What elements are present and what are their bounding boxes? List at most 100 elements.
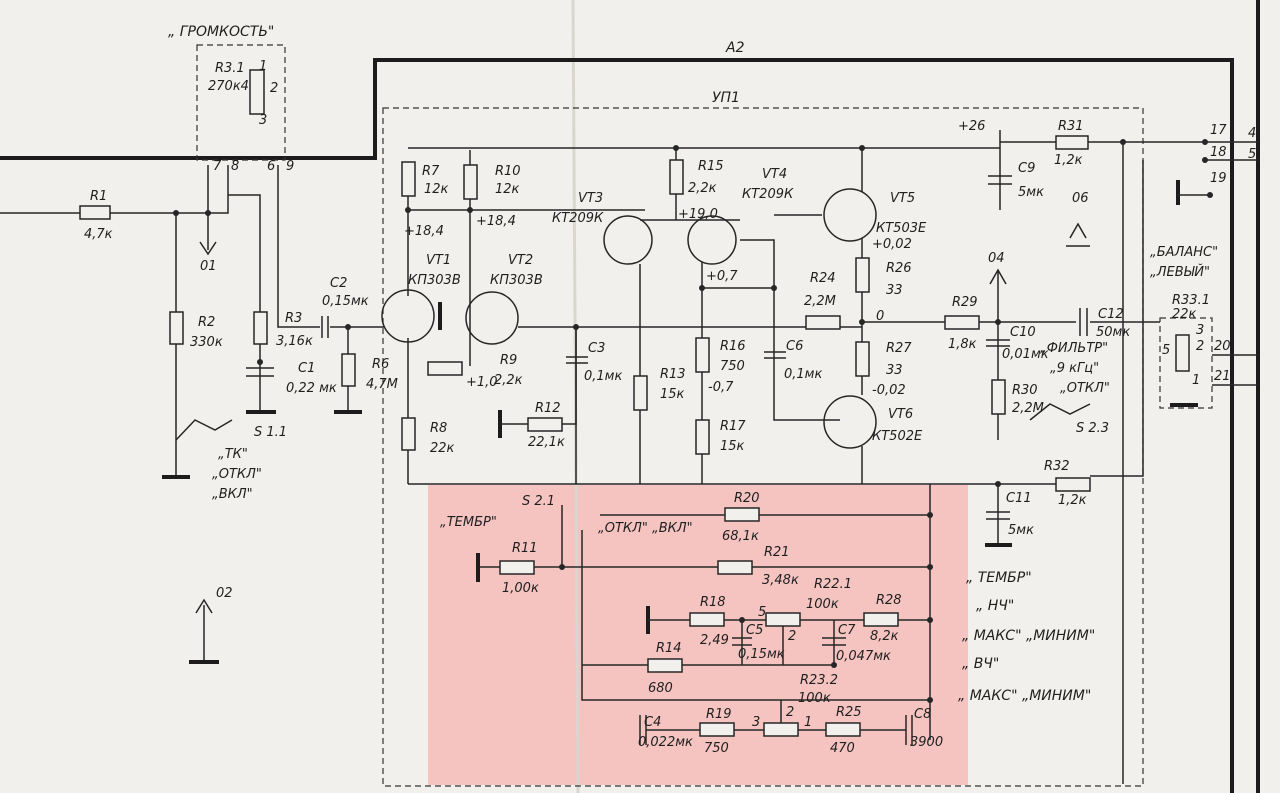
r27-resistor	[855, 341, 870, 377]
r27-value: 33	[886, 363, 903, 378]
r16-label: R16	[720, 339, 746, 354]
r18-label: R18	[700, 595, 726, 610]
r14-label: R14	[656, 641, 682, 656]
r12-value: 22,1к	[528, 435, 565, 450]
c7-label: C7	[838, 623, 856, 638]
c11-value: 5мк	[1008, 523, 1034, 538]
r23-2-pot	[763, 722, 799, 737]
c3-label: C3	[588, 341, 605, 356]
vt3-transistor	[603, 215, 653, 265]
r24-resistor	[805, 315, 841, 330]
r31-value: 1,2к	[1054, 153, 1083, 168]
o6-arrow	[1069, 222, 1087, 239]
c8-value: 3900	[910, 735, 943, 750]
pin-label: 5	[1248, 147, 1256, 162]
balance-label: „ЛЕВЫЙ"	[1150, 264, 1210, 280]
r10-label: R10	[495, 164, 521, 179]
c5-value: 0,15мк	[738, 647, 785, 662]
c10-value: 0,01мк	[1002, 347, 1049, 362]
r12-label: R12	[535, 401, 561, 416]
r25-resistor	[825, 722, 861, 737]
r3-label: R3	[285, 311, 302, 326]
r29-value: 1,8к	[948, 337, 977, 352]
r7-label: R7	[422, 164, 440, 179]
voltage-label: +0,02	[872, 237, 912, 252]
r13-label: R13	[660, 367, 686, 382]
pin-label: 8	[231, 159, 239, 174]
c9-label: C9	[1018, 161, 1035, 176]
r7-resistor	[401, 161, 416, 197]
r28-label: R28	[876, 593, 902, 608]
vt4-transistor	[687, 215, 737, 265]
r16-value: 750	[720, 359, 745, 374]
up1-label: УП1	[712, 90, 740, 106]
pin-label: 17	[1210, 123, 1227, 138]
vt4-label: VT4	[762, 167, 787, 182]
c2-value: 0,15мк	[322, 294, 369, 309]
c4-value: 0,022мк	[638, 735, 693, 750]
r6-value: 4,7М	[366, 377, 398, 392]
r30-label: R30	[1012, 383, 1038, 398]
s1-1-position: „ВКЛ"	[212, 487, 253, 502]
r3-1-ref: R3.1	[215, 61, 245, 76]
s1-1-position: „ОТКЛ"	[212, 467, 262, 482]
r6-label: R6	[372, 357, 389, 372]
pin-label: 4	[1248, 126, 1256, 141]
pin-label: 5	[758, 605, 766, 620]
c11-label: C11	[1006, 491, 1032, 506]
r19-resistor	[699, 722, 735, 737]
r27-label: R27	[886, 341, 912, 356]
legend-tone: „ ТЕМБР"	[966, 570, 1032, 586]
pin-label: 20	[1214, 339, 1231, 354]
r18-value: 2,49	[700, 633, 729, 648]
r25-value: 470	[830, 741, 855, 756]
a2-frame	[0, 58, 1234, 793]
voltage-label: +26	[958, 119, 985, 134]
filter-label: „ФИЛЬТР"	[1040, 341, 1108, 356]
r32-resistor	[1055, 477, 1091, 492]
voltage-label: -0,02	[872, 383, 906, 398]
r2-value: 330к	[190, 335, 223, 350]
r10-resistor	[463, 164, 478, 200]
wire	[228, 194, 261, 412]
voltage-label: +18,4	[404, 224, 444, 239]
vt2-transistor	[465, 291, 519, 345]
filter-label: „9 кГц"	[1050, 361, 1099, 376]
c12-value: 50мк	[1096, 325, 1130, 340]
r19-value: 750	[704, 741, 729, 756]
r26-value: 33	[886, 283, 903, 298]
c6-value: 0,1мк	[784, 367, 822, 382]
r20-label: R20	[734, 491, 760, 506]
s1-1-switch	[175, 419, 233, 441]
r20-resistor	[724, 507, 760, 522]
o2-label: 02	[216, 586, 233, 601]
r26-label: R26	[886, 261, 912, 276]
r11-value: 1,00к	[502, 581, 539, 596]
text-labels: „ ГРОМКОСТЬ" А2 УП1 R3.1 270к4 1 2 3 7 8…	[84, 24, 1256, 756]
r19-label: R19	[706, 707, 732, 722]
s2-1-positions: „ОТКЛ" „ВКЛ"	[598, 521, 693, 536]
wire	[277, 165, 320, 328]
pin-label: 3	[1196, 323, 1204, 338]
s2-1-label: S 2.1	[522, 494, 555, 509]
r3-1-value: 270к4	[208, 79, 249, 94]
r18-resistor	[689, 612, 725, 627]
r14-resistor	[647, 658, 683, 673]
voltage-label: +18,4	[476, 214, 516, 229]
voltage-label: +1,0	[466, 375, 498, 390]
r30-value: 2,2М	[1012, 401, 1044, 416]
r1-resistor	[79, 205, 111, 220]
r17-label: R17	[720, 419, 746, 434]
r3-resistor	[253, 311, 268, 345]
r11-resistor	[499, 560, 535, 575]
legend-hf-range: „ МАКС" „МИНИМ"	[958, 688, 1091, 704]
pin-label: 3	[752, 715, 760, 730]
r22-1-pot	[765, 612, 801, 627]
c9-value: 5мк	[1018, 185, 1044, 200]
r16-resistor	[695, 337, 710, 373]
balance-label: „БАЛАНС"	[1150, 245, 1218, 260]
s2-3-switch	[1029, 403, 1091, 421]
r32-value: 1,2к	[1058, 493, 1087, 508]
r21-resistor	[717, 560, 753, 575]
